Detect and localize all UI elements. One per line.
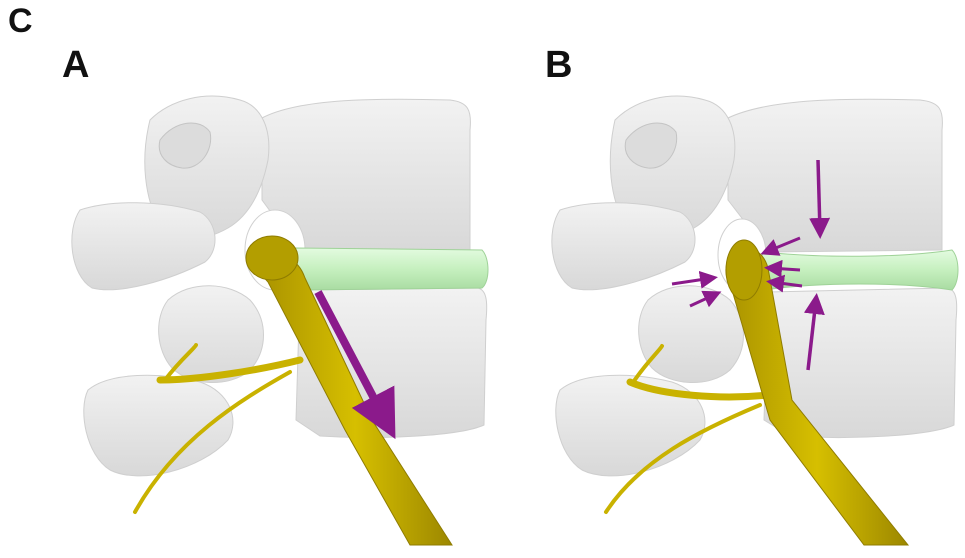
compression-arrow-left-1 — [672, 278, 712, 284]
panel-a — [72, 96, 488, 545]
intervertebral-disc — [292, 248, 489, 290]
transverse-process-b — [552, 203, 695, 290]
transverse-process — [72, 203, 215, 290]
compression-arrow-mid-right — [770, 268, 800, 270]
nerve-root-cap — [246, 236, 298, 280]
lower-posterior-elements-b — [639, 286, 744, 383]
upper-vertebral-body-b — [728, 99, 942, 252]
panel-b — [552, 96, 958, 545]
inferior-process-b — [556, 375, 705, 476]
compression-arrow-top — [818, 160, 820, 232]
nerve-root-cap-b — [726, 240, 762, 300]
